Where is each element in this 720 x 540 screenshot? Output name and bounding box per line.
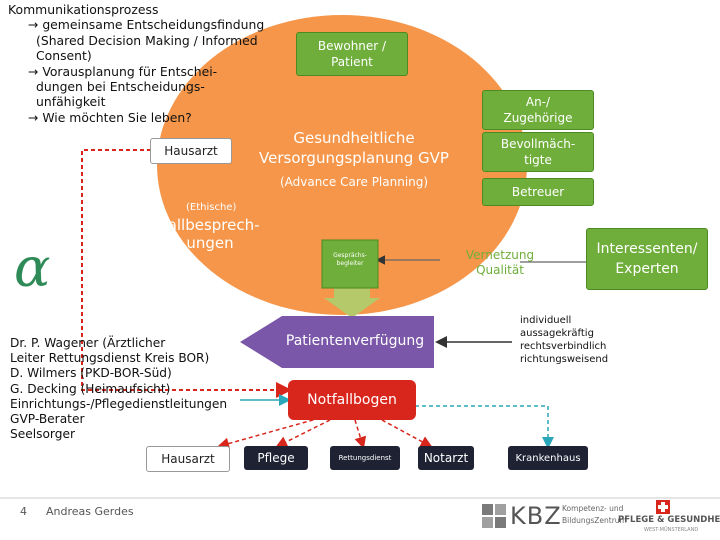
betreuer-box: Betreuer	[482, 178, 594, 206]
arrow-to-rettungsdienst	[354, 419, 367, 449]
fallbesprechung-main: Fallbesprech- ungen	[160, 216, 260, 252]
gvp-circle	[157, 15, 527, 315]
attribute-item: individuell	[520, 315, 572, 326]
gvp-title-line2: Versorgungsplanung GVP	[259, 149, 449, 167]
top-text-line: Consent)	[36, 48, 92, 64]
hausarzt-top-box: Hausarzt	[150, 138, 232, 164]
notarzt-box: Notarzt	[418, 446, 474, 470]
notfallbogen-shape	[288, 380, 416, 420]
gvp-title: Gesundheitliche Versorgungsplanung GVP (…	[236, 128, 472, 192]
bewohner-patient-box: Bewohner / Patient	[296, 32, 408, 76]
hausarzt-bottom-box: Hausarzt	[146, 446, 230, 472]
pflege-box: Pflege	[244, 446, 308, 470]
kbz-logo-sub2: BildungsZentrum	[562, 516, 627, 525]
red-cross-icon	[656, 500, 670, 514]
patientenverfuegung-shape	[240, 316, 434, 368]
krankenhaus-box: Krankenhaus	[508, 446, 588, 470]
alpha-logo: α	[14, 236, 50, 299]
gespraechsbegleiter-label: Gesprächs- begleiter	[333, 252, 367, 267]
gespraechsbegleiter-shape	[321, 239, 379, 289]
red-dashed-connector	[81, 149, 292, 398]
arrow-to-notarzt	[381, 419, 433, 448]
kbz-logo-sub1: Kompetenz- und	[562, 504, 624, 513]
top-text-line: unfähigkeit	[36, 94, 106, 110]
gvp-title-line1: Gesundheitliche	[293, 129, 415, 147]
author-name: Andreas Gerdes	[46, 505, 134, 518]
page-number: 4	[20, 505, 27, 518]
arrow-to-pflege	[275, 419, 331, 448]
top-text-line: → Vorausplanung für Entschei-	[28, 63, 218, 79]
attribute-item: rechtsverbindlich	[520, 341, 607, 352]
top-text-block: Kommunikationsprozess → gemeinsame Entsc…	[8, 2, 268, 125]
bevollmaechtigte-box: Bevollmäch- tigte	[482, 132, 594, 172]
attributes-list: individuell aussagekräftig rechtsverbind…	[520, 314, 640, 366]
gvp-subtitle: (Advance Care Planning)	[279, 175, 429, 189]
top-text-line: (Shared Decision Making / Informed	[36, 32, 258, 48]
olive-down-arrow	[324, 286, 380, 318]
arrow-to-hausarzt	[217, 417, 321, 450]
top-text-title: Kommunikationsprozess	[8, 2, 159, 17]
arrow-to-krankenhaus	[415, 405, 554, 449]
attribute-item: richtungsweisend	[520, 354, 609, 365]
pflege-logo-text: PFLEGE & GESUNDHEIT	[618, 515, 720, 525]
pflege-logo-sub: WEST-MÜNSTERLAND	[644, 527, 699, 533]
top-text-line: dungen bei Entscheidungs-	[36, 79, 205, 95]
participants-list: Dr. P. Wagener (Ärztlicher Leiter Rettun…	[10, 336, 228, 442]
attribute-item: aussagekräftig	[520, 328, 594, 339]
notfallbogen-label: Notfallbogen	[307, 392, 397, 408]
fallbesprechungen-label: (Ethische) Fallbesprech- ungen	[150, 202, 270, 252]
vernetzung-label: Vernetzung Qualität	[465, 248, 535, 277]
top-text-line: → Wie möchten Sie leben?	[28, 109, 192, 125]
top-text-line: → gemeinsame Entscheidungsfindung	[28, 17, 265, 33]
kbz-logo-text: KBZ	[510, 502, 562, 530]
patientenverfuegung-label: Patientenverfügung	[285, 333, 425, 349]
rettungsdienst-box: Rettungsdienst	[330, 446, 400, 470]
angehoerige-box: An-/ Zugehörige	[482, 90, 594, 130]
kbz-logo: KBZ Kompetenz- und BildungsZentrum	[480, 500, 627, 534]
pflege-gesundheit-logo: PFLEGE & GESUNDHEIT WEST-MÜNSTERLAND	[618, 500, 720, 536]
kbz-logo-mark-icon	[482, 504, 506, 528]
interessenten-box: Interessenten/ Experten	[586, 228, 708, 290]
fallbesprechung-small: (Ethische)	[186, 202, 237, 213]
